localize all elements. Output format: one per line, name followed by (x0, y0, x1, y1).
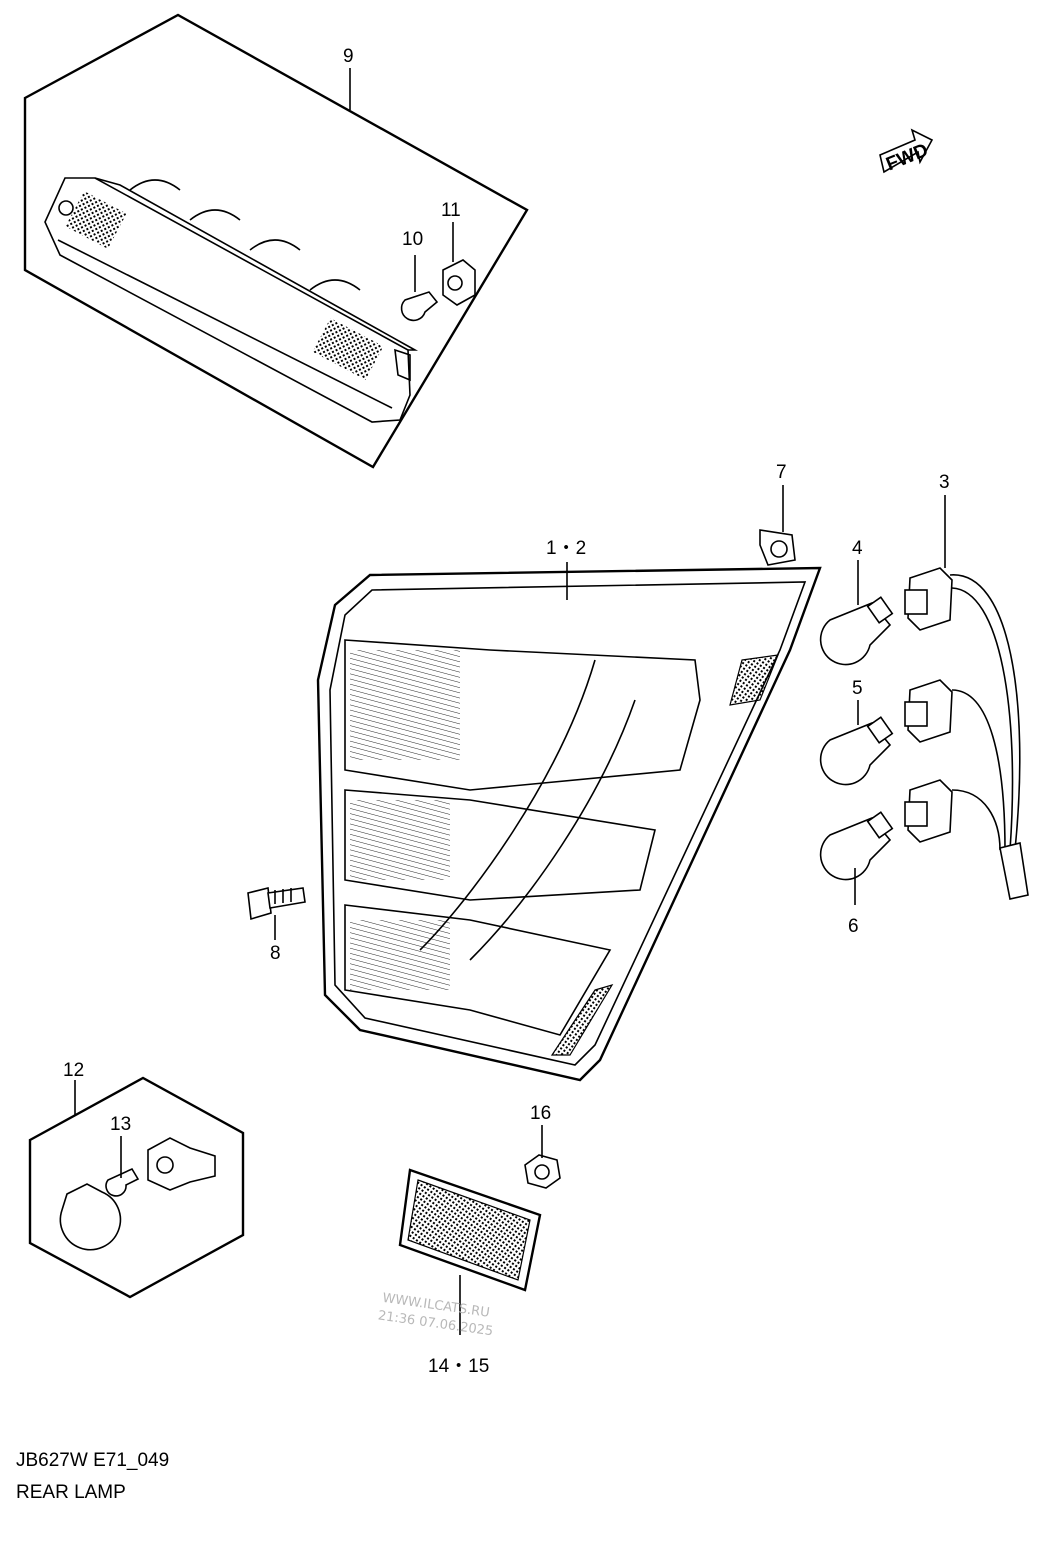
label-9: 9 (343, 46, 354, 67)
label-5: 5 (852, 678, 863, 699)
label-7: 7 (776, 462, 787, 483)
lamp-outer-housing (316, 566, 822, 1082)
watermark: WWW.ILCATS.RU 21:36 07.06.2025 (377, 1291, 494, 1340)
label-3: 3 (939, 472, 950, 493)
label-10: 10 (402, 229, 423, 250)
group-9-frame (23, 13, 529, 469)
label-1-2: 1・2 (546, 538, 586, 559)
nut-16 (524, 1125, 561, 1189)
lens-upper-texture (350, 650, 460, 760)
socket-harness-3 (904, 495, 1029, 900)
bulb-13 (105, 1167, 140, 1197)
side-reflector-lower (550, 983, 614, 1056)
socket-11 (442, 222, 476, 306)
fwd-arrow: FWD (879, 128, 934, 175)
lens-lower-texture (350, 920, 450, 990)
high-mount-lamp-housing (44, 177, 411, 423)
lens-middle-texture (350, 800, 450, 880)
label-8: 8 (270, 943, 281, 964)
label-13: 13 (110, 1114, 131, 1135)
diagram-title: REAR LAMP (16, 1482, 126, 1503)
label-14-15: 14・15 (428, 1356, 489, 1377)
rear-reflector-14-15 (398, 1168, 542, 1335)
label-12: 12 (63, 1060, 84, 1081)
rear-combination-lamp (316, 562, 822, 1082)
label-4: 4 (852, 538, 863, 559)
bulb-6 (819, 811, 894, 905)
clip-7 (759, 485, 796, 566)
bulb-5 (819, 700, 894, 786)
label-6: 6 (848, 916, 859, 937)
label-16: 16 (530, 1103, 551, 1124)
reflector-left (65, 191, 127, 249)
reflector-right (312, 318, 384, 380)
label-11: 11 (441, 200, 461, 221)
side-reflector-upper (729, 654, 779, 706)
group-12-frame (28, 1076, 245, 1299)
diagram-code: JB627W E71_049 (16, 1450, 169, 1471)
screw-8 (247, 887, 306, 940)
license-lamp-group (28, 1076, 245, 1299)
bulb-10 (400, 255, 439, 322)
high-mount-lamp-group (23, 13, 529, 469)
license-lens (59, 1183, 122, 1251)
bulb-4 (819, 560, 894, 666)
license-socket (147, 1137, 216, 1191)
